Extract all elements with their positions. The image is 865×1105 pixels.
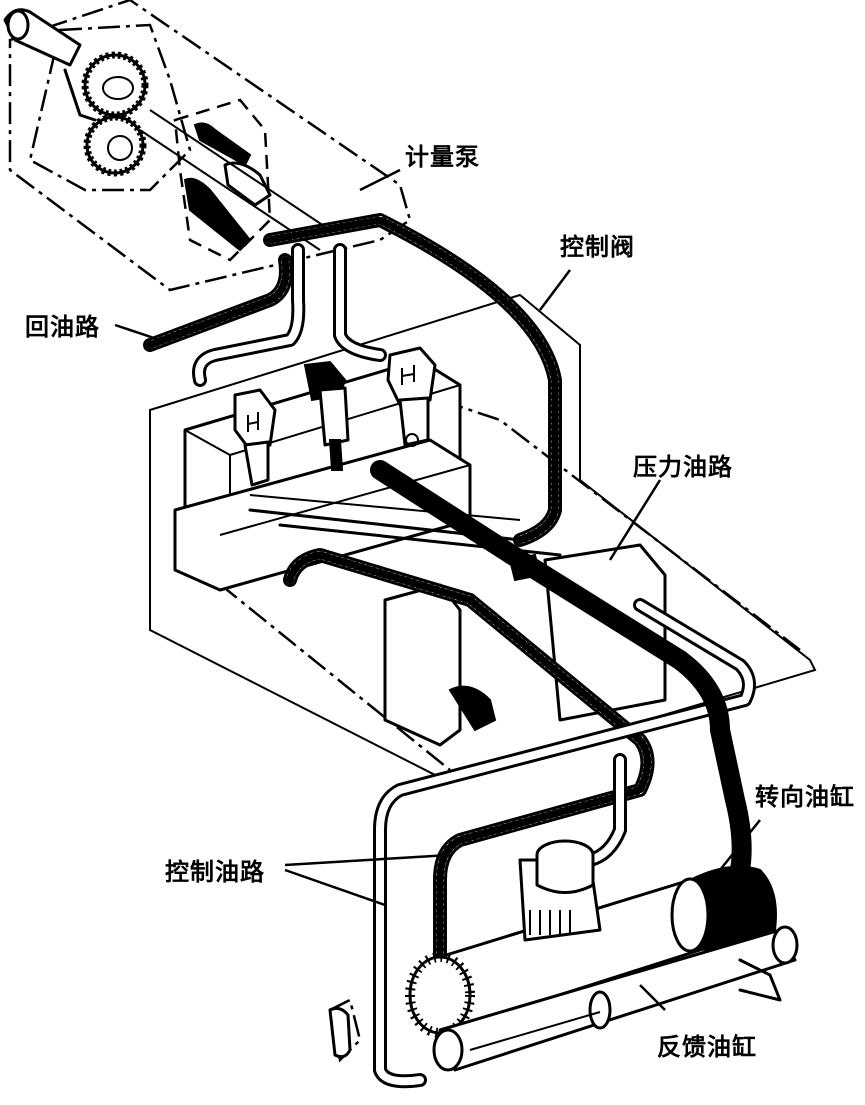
leader-lines [114, 168, 761, 1011]
label-metering-pump: 计量泵 [405, 143, 480, 171]
valve-cartridge-middle [303, 360, 350, 471]
label-return-line: 回油路 [25, 313, 100, 341]
valve-cartridge-left [233, 388, 277, 487]
label-feedback-cylinder: 反馈油缸 [657, 1033, 757, 1061]
label-pressure-line: 压力油路 [633, 453, 733, 481]
control-line-pipe [192, 243, 756, 1089]
gear-pair-icon [63, 51, 149, 177]
label-control-line: 控制油路 [165, 858, 265, 886]
pressure-line-pipe [248, 460, 752, 880]
label-steering-cylinder: 转向油缸 [755, 783, 855, 811]
valve-cartridge-right [386, 346, 437, 447]
label-control-valve: 控制阀 [560, 233, 635, 261]
return-line-pipe [143, 213, 655, 977]
cylinder-assembly [328, 839, 799, 1072]
